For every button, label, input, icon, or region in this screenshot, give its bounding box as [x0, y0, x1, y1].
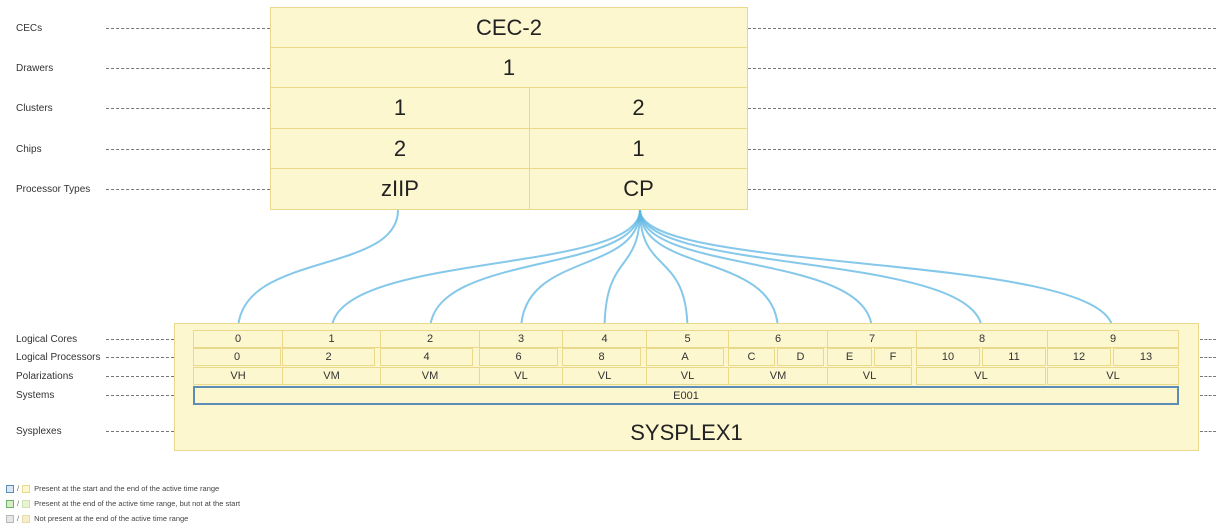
guide-line	[1200, 431, 1216, 432]
core-connector	[639, 209, 1114, 332]
logical-processor-cell[interactable]: F	[874, 348, 912, 366]
polarization-cell[interactable]: VL	[827, 367, 912, 385]
guide-line	[106, 395, 174, 396]
logical-processor-cell[interactable]: 2	[282, 348, 375, 366]
row-label-cecs: CECs	[16, 23, 43, 34]
row-label-sysplexes: Sysplexes	[16, 426, 62, 437]
guide-line	[748, 28, 1216, 29]
row-label-chips: Chips	[16, 144, 42, 155]
logical-processor-cell[interactable]: C	[728, 348, 775, 366]
row-label-logical-processors: Logical Processors	[16, 352, 101, 363]
guide-line	[106, 189, 270, 190]
logical-core-cell[interactable]: 3	[479, 330, 563, 348]
logical-core-cell[interactable]: 6	[728, 330, 828, 348]
guide-line	[748, 68, 1216, 69]
logical-core-cell[interactable]: 4	[562, 330, 647, 348]
polarization-cell[interactable]: VH	[193, 367, 283, 385]
logical-processor-cell[interactable]: 13	[1113, 348, 1179, 366]
logical-processor-cell[interactable]: 11	[982, 348, 1046, 366]
polarization-cell[interactable]: VL	[479, 367, 563, 385]
legend-swatch-new-alt	[22, 499, 31, 508]
logical-processor-cell[interactable]: 10	[916, 348, 980, 366]
guide-line	[106, 357, 174, 358]
guide-line	[106, 149, 270, 150]
guide-line	[748, 189, 1216, 190]
guide-line	[106, 376, 174, 377]
polarization-cell[interactable]: VL	[916, 367, 1046, 385]
legend-item: / Present at the end of the active time …	[6, 499, 240, 508]
chip-cell[interactable]: 1	[529, 128, 748, 169]
logical-core-cell[interactable]: 9	[1047, 330, 1179, 348]
legend-text: Present at the end of the active time ra…	[34, 499, 241, 508]
processor-type-ziip[interactable]: zIIP	[270, 168, 530, 210]
guide-line	[1200, 357, 1216, 358]
polarization-cell[interactable]: VM	[282, 367, 381, 385]
core-connector	[429, 209, 641, 332]
logical-core-cell[interactable]: 1	[282, 330, 381, 348]
legend-swatch-current	[6, 484, 14, 493]
row-label-clusters: Clusters	[16, 103, 53, 114]
guide-line	[748, 108, 1216, 109]
row-label-logical-cores: Logical Cores	[16, 334, 78, 345]
core-connector	[639, 209, 983, 332]
processor-type-cp[interactable]: CP	[529, 168, 748, 210]
polarization-cell[interactable]: VL	[646, 367, 729, 385]
logical-core-cell[interactable]: 0	[193, 330, 283, 348]
row-label-polarizations: Polarizations	[16, 371, 74, 382]
polarization-cell[interactable]: VL	[1047, 367, 1179, 385]
legend-text: Not present at the end of the active tim…	[34, 514, 189, 523]
logical-processor-cell[interactable]: 0	[193, 348, 281, 366]
logical-core-cell[interactable]: 8	[916, 330, 1048, 348]
polarization-cell[interactable]: VL	[562, 367, 647, 385]
logical-processor-cell[interactable]: E	[827, 348, 872, 366]
core-connector	[520, 209, 641, 332]
guide-line	[106, 28, 270, 29]
logical-core-cell[interactable]: 7	[827, 330, 917, 348]
core-connector	[639, 209, 873, 332]
core-connector	[639, 209, 779, 332]
guide-line	[1200, 339, 1216, 340]
guide-line	[106, 108, 270, 109]
legend-swatch-new	[6, 499, 14, 508]
guide-line	[106, 339, 174, 340]
logical-processor-cell[interactable]: A	[646, 348, 724, 366]
logical-processor-cell[interactable]: 4	[380, 348, 473, 366]
guide-line	[1200, 395, 1216, 396]
legend-swatch-removed-alt	[22, 514, 31, 523]
core-connector	[603, 209, 641, 332]
logical-core-cell[interactable]: 5	[646, 330, 729, 348]
legend-text: Present at the start and the end of the …	[34, 484, 220, 493]
sysplex-label: SYSPLEX1	[630, 420, 743, 445]
polarization-cell[interactable]: VM	[380, 367, 480, 385]
row-label-processor-types: Processor Types	[16, 184, 91, 195]
logical-processor-cell[interactable]: 6	[479, 348, 558, 366]
logical-processor-cell[interactable]: D	[777, 348, 824, 366]
legend-item: / Not present at the end of the active t…	[6, 514, 188, 523]
guide-line	[1200, 376, 1216, 377]
cluster-cell[interactable]: 1	[270, 87, 530, 129]
drawer-cell[interactable]: 1	[270, 47, 748, 88]
logical-processor-cell[interactable]: 12	[1047, 348, 1111, 366]
legend-swatch-current-alt	[22, 484, 31, 493]
cec-cell[interactable]: CEC-2	[270, 7, 748, 48]
core-connector	[639, 209, 689, 332]
row-label-drawers: Drawers	[16, 63, 54, 74]
polarization-cell[interactable]: VM	[728, 367, 828, 385]
legend-swatch-removed	[6, 514, 14, 523]
logical-core-cell[interactable]: 2	[380, 330, 480, 348]
cluster-cell[interactable]: 2	[529, 87, 748, 129]
row-label-systems: Systems	[16, 390, 55, 401]
logical-processor-cell[interactable]: 8	[562, 348, 641, 366]
legend-item: / Present at the start and the end of th…	[6, 484, 219, 493]
guide-line	[106, 68, 270, 69]
core-connector	[237, 209, 399, 332]
system-e001[interactable]: E001	[193, 386, 1179, 405]
guide-line	[748, 149, 1216, 150]
chip-cell[interactable]: 2	[270, 128, 530, 169]
guide-line	[106, 431, 174, 432]
core-connector	[330, 209, 641, 332]
